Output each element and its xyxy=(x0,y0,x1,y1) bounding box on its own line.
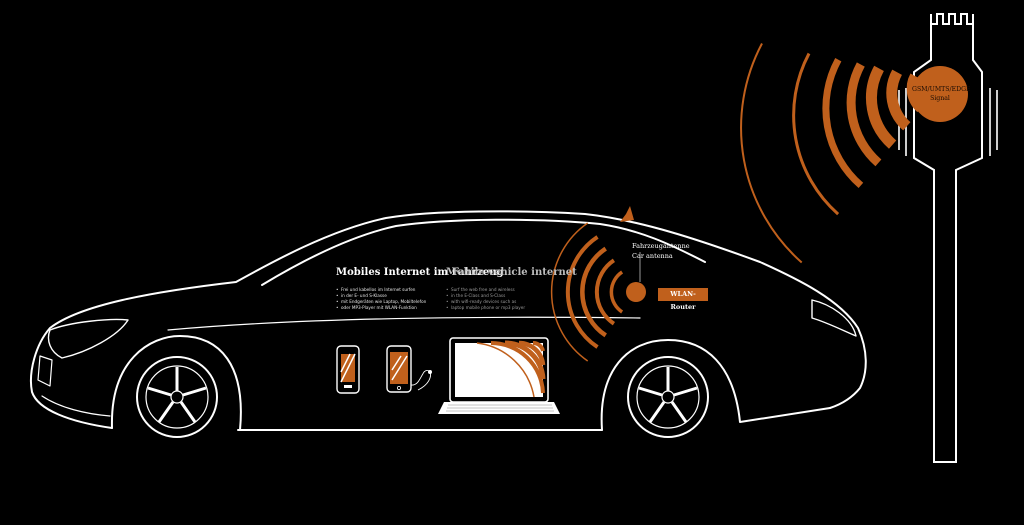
list-item: laptop mobile phone or mp3 player xyxy=(446,305,525,311)
heading-german: Mobiles Internet im Fahrzeug xyxy=(336,267,504,278)
heading-english: Mobile vehicle internet xyxy=(446,267,577,278)
front-wheel-icon xyxy=(136,356,218,438)
car-outline-icon xyxy=(30,210,867,431)
roof-antenna-icon xyxy=(620,206,634,222)
antenna-label-german: Fahrzeugantenne xyxy=(632,242,690,250)
tower-signal-line2: Signal xyxy=(930,95,950,102)
antenna-label: Fahrzeugantenne Car antenna xyxy=(632,241,690,261)
list-item: mit Endgeräten wie Laptop, Mobiltelefon xyxy=(336,299,426,305)
laptop-icon xyxy=(438,337,560,414)
list-item: in der E- und S-Klasse xyxy=(336,293,426,299)
mobile-phone-icon xyxy=(336,345,360,394)
tower-signal-line1: GSM/UMTS/EDGE xyxy=(912,86,971,93)
list-item: with wifi-ready devices such as xyxy=(446,299,525,305)
smartphone-icon xyxy=(386,345,432,393)
list-item: in the E-Class and S-Class xyxy=(446,293,525,299)
wlan-router-badge: WLAN-Router xyxy=(658,288,708,311)
tower-signal-wave-icon xyxy=(740,43,925,264)
list-item: Surf the web free and wireless xyxy=(446,287,525,293)
car-signal-wave-icon xyxy=(550,222,646,362)
bullet-list-german: Frei und kabellos im Internet surfen in … xyxy=(336,287,426,311)
list-item: oder MP3-Player mit WLAN-Funktion xyxy=(336,305,426,311)
tower-signal-badge: GSM/UMTS/EDGE Signal xyxy=(912,66,971,122)
bullet-list-english: Surf the web free and wireless in the E-… xyxy=(446,287,525,311)
rear-wheel-icon xyxy=(627,356,709,438)
antenna-label-english: Car antenna xyxy=(632,252,673,260)
list-item: Frei und kabellos im Internet surfen xyxy=(336,287,426,293)
